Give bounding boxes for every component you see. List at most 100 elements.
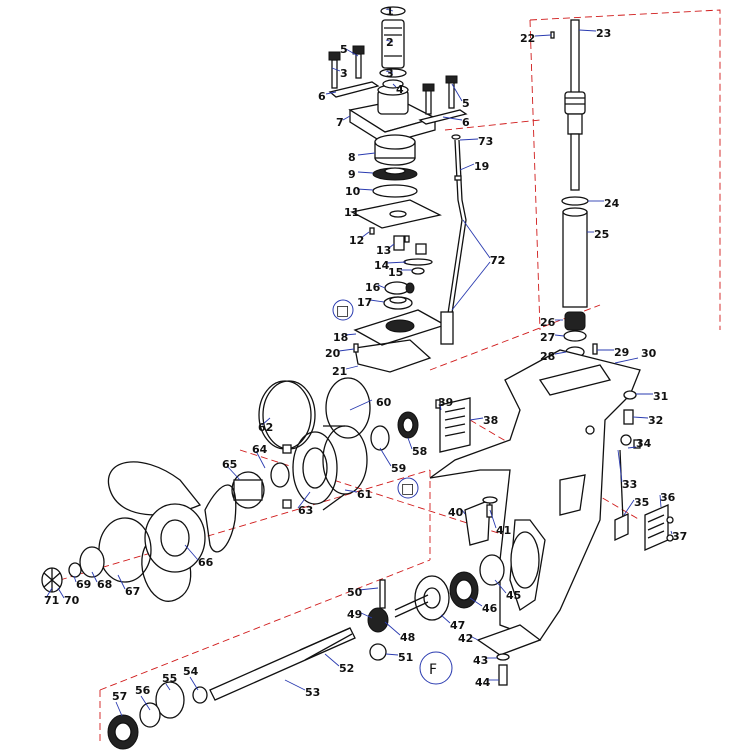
callout-leader-3 [385, 70, 394, 74]
callout-leader-53 [284, 679, 306, 691]
callout-2: 2 [386, 36, 394, 49]
callout-leader-1 [385, 8, 394, 12]
callout-leader-16 [377, 284, 386, 289]
propeller [41, 461, 237, 602]
callout-4: 4 [396, 83, 404, 96]
callout-35: 35 [634, 496, 649, 509]
seal-kit-mark-upper: □ [336, 303, 349, 319]
callout-18: 18 [333, 331, 348, 344]
callout-49: 49 [347, 608, 362, 621]
callout-leader-39 [439, 403, 442, 411]
callout-53: 53 [305, 686, 320, 699]
callout-leader-52 [324, 653, 340, 667]
callout-39: 39 [438, 396, 453, 409]
callout-leader-48 [384, 621, 401, 636]
callout-40: 40 [448, 506, 464, 519]
callout-leader-72 [451, 261, 491, 311]
callout-65: 65 [222, 458, 237, 471]
callout-41: 41 [496, 524, 511, 537]
callout-leader-61 [344, 489, 358, 493]
callout-leader-71 [45, 587, 53, 599]
callout-54: 54 [183, 665, 199, 678]
callout-leader-14 [386, 261, 407, 264]
callout-leader-37 [670, 530, 673, 535]
callout-leader-13 [388, 243, 395, 249]
callout-leader-54 [189, 676, 199, 691]
callout-66: 66 [198, 556, 214, 569]
callout-1: 1 [386, 5, 394, 18]
callout-21: 21 [332, 365, 347, 378]
callout-leader-10 [356, 188, 374, 191]
callout-13: 13 [376, 244, 391, 257]
pump-housing [348, 79, 437, 145]
seal-kit-note-lower [397, 477, 419, 499]
trim-tab [464, 496, 498, 546]
callout-leader-67 [117, 574, 126, 590]
callout-25: 25 [594, 228, 609, 241]
callout-37: 37 [672, 530, 687, 543]
callout-leader-63 [297, 491, 311, 509]
callout-24: 24 [604, 197, 620, 210]
callout-58: 58 [412, 445, 427, 458]
callout-leader-20 [338, 348, 355, 352]
callout-45: 45 [506, 589, 521, 602]
callout-60: 60 [376, 396, 392, 409]
callout-leader-6 [325, 91, 337, 95]
shift-rod [440, 134, 467, 345]
side-hardware [614, 390, 674, 551]
callout-27: 27 [540, 331, 555, 344]
callout-leader-45 [494, 579, 507, 594]
pin-note [419, 651, 453, 685]
callout-70: 70 [64, 594, 80, 607]
callout-leader-56 [140, 695, 151, 711]
callout-leader-46 [469, 597, 483, 607]
callout-leader-38 [469, 417, 484, 421]
callout-12: 12 [349, 234, 364, 247]
callout-leader-36 [659, 494, 662, 508]
callout-leader-3 [331, 67, 341, 72]
callout-leader-30 [614, 357, 639, 364]
callout-6: 6 [462, 116, 470, 129]
callout-34: 34 [636, 437, 652, 450]
callout-67: 67 [125, 585, 140, 598]
callout-57: 57 [112, 690, 127, 703]
callout-16: 16 [365, 281, 381, 294]
callout-59: 59 [391, 462, 406, 475]
callout-leader-64 [255, 450, 266, 469]
callout-leader-40 [461, 509, 466, 515]
callout-48: 48 [400, 631, 415, 644]
callout-29: 29 [614, 346, 629, 359]
callout-42: 42 [458, 632, 473, 645]
callout-15: 15 [388, 266, 403, 279]
drive-shaft [550, 19, 598, 358]
callout-leader-59 [379, 447, 392, 467]
callout-leader-18 [344, 333, 357, 336]
callout-leader-73 [459, 138, 479, 141]
callout-leader-21 [345, 365, 359, 370]
callout-leader-4 [392, 83, 397, 88]
callout-leader-22 [534, 34, 552, 37]
callout-31: 31 [653, 390, 668, 403]
callout-63: 63 [298, 504, 313, 517]
callout-61: 61 [357, 488, 372, 501]
callout-leader-55 [165, 683, 171, 691]
callout-leader-5 [345, 48, 359, 57]
drain-bolt [496, 653, 510, 686]
callout-51: 51 [398, 651, 413, 664]
callout-33: 33 [622, 478, 637, 491]
callout-55: 55 [162, 672, 177, 685]
callout-leader-42 [469, 635, 479, 641]
callout-17: 17 [357, 296, 372, 309]
callout-leader-28 [554, 351, 567, 355]
bearing-housing [231, 377, 419, 511]
callout-7: 7 [336, 116, 344, 129]
callout-10: 10 [345, 185, 361, 198]
callout-leader-5 [451, 83, 463, 102]
callout-leader-70 [57, 587, 65, 599]
propeller-shaft [107, 627, 356, 750]
callout-leader-35 [623, 499, 635, 516]
callout-3: 3 [386, 67, 394, 80]
gear-case [429, 349, 641, 656]
callout-8: 8 [348, 151, 356, 164]
